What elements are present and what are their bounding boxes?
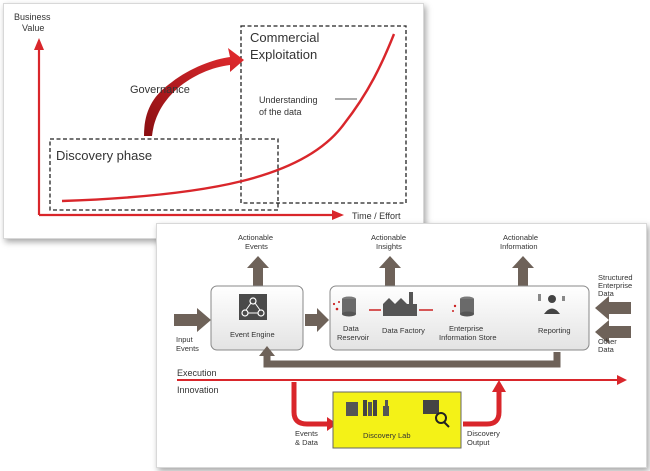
governance-arrow: [144, 48, 244, 136]
microscope-icon: [383, 406, 389, 416]
events-data-line1: Events: [295, 429, 318, 438]
input-events-arrow: [174, 308, 211, 332]
discovery-output-line1: Discovery: [467, 429, 500, 438]
x-axis-arrowhead: [332, 210, 344, 220]
y-axis-label-line1: Business: [14, 12, 51, 22]
value-curve-diagram: Business Value Time / Effort Commercial …: [14, 12, 407, 221]
structured-data-line2: Enterprise: [598, 281, 632, 290]
value-growth-curve: [61, 33, 396, 203]
data-reservoir-line1: Data: [343, 324, 360, 333]
value-curve-panel: Business Value Time / Effort Commercial …: [3, 3, 424, 239]
enterprise-store-icon: [452, 296, 474, 317]
understanding-label-line1: Understanding: [259, 95, 318, 105]
actionable-insights-line2: Insights: [376, 242, 402, 251]
other-data-line1: Other: [598, 337, 617, 346]
x-axis-label: Time / Effort: [352, 211, 401, 221]
event-node-icon: [249, 297, 257, 305]
actionable-events-line2: Events: [245, 242, 268, 251]
structured-data-line1: Structured: [598, 273, 633, 282]
discovery-output-line2: Output: [467, 438, 490, 447]
discovery-phase-label: Discovery phase: [56, 148, 152, 163]
feedback-loop: [263, 352, 561, 368]
structured-data-arrow: [595, 296, 631, 320]
data-reservoir-icon: [332, 296, 356, 317]
actionable-insights-line1: Actionable: [371, 233, 406, 242]
commercial-label-line2: Exploitation: [250, 47, 317, 62]
discovery-phase-box: [49, 138, 279, 211]
discovery-output-arrowhead: [492, 380, 506, 392]
database-icon: [346, 402, 358, 416]
input-events-line1: Input: [176, 335, 194, 344]
data-platform-box: [329, 285, 590, 351]
analysis-icon: [423, 400, 439, 414]
commercial-exploitation-box: [240, 25, 407, 204]
enterprise-store-line2: Information Store: [439, 333, 497, 342]
event-engine-label: Event Engine: [230, 330, 275, 339]
discovery-lab-label: Discovery Lab: [363, 431, 411, 440]
magnifier-icon: [435, 412, 447, 424]
commercial-label-line1: Commercial: [250, 30, 319, 45]
discovery-lab-box: [332, 391, 462, 449]
actionable-information-line2: Information: [500, 242, 538, 251]
structured-data-line3: Data: [598, 289, 615, 298]
events-data-flow: [291, 382, 329, 427]
discovery-output-flow: [463, 388, 502, 427]
architecture-panel: Actionable Events Actionable Insights Ac…: [156, 223, 647, 468]
books-icon: [363, 400, 367, 416]
events-data-arrowhead: [327, 417, 337, 431]
data-factory-label: Data Factory: [382, 326, 425, 335]
data-reservoir-line2: Reservoir: [337, 333, 370, 342]
execution-label: Execution: [177, 368, 217, 378]
enterprise-store-line1: Enterprise: [449, 324, 483, 333]
event-links-icon: [245, 302, 261, 314]
data-factory-icon: [369, 292, 433, 316]
actionable-information-arrow: [512, 256, 534, 286]
actionable-output-arrows: [247, 256, 534, 286]
innovation-label: Innovation: [177, 385, 219, 395]
events-data-line2: & Data: [295, 438, 319, 447]
y-axis-label-line2: Value: [22, 23, 44, 33]
other-data-line2: Data: [598, 345, 615, 354]
reporting-icon: [538, 294, 565, 314]
feedback-loop-arrowhead: [259, 346, 275, 356]
actionable-events-line1: Actionable: [238, 233, 273, 242]
actionable-events-arrow: [247, 256, 269, 286]
engine-to-reservoir-arrow: [305, 308, 329, 332]
governance-label: Governance: [130, 84, 190, 96]
architecture-diagram: Actionable Events Actionable Insights Ac…: [174, 233, 633, 449]
input-events-line2: Events: [176, 344, 199, 353]
y-axis-arrowhead: [34, 38, 44, 50]
other-data-arrow: [595, 320, 631, 344]
understanding-label-line2: of the data: [259, 107, 302, 117]
divider-arrowhead: [617, 375, 627, 385]
actionable-insights-arrow: [379, 256, 401, 286]
discovery-lab-icons: [346, 400, 450, 428]
reporting-label: Reporting: [538, 326, 571, 335]
actionable-information-line1: Actionable: [503, 233, 538, 242]
